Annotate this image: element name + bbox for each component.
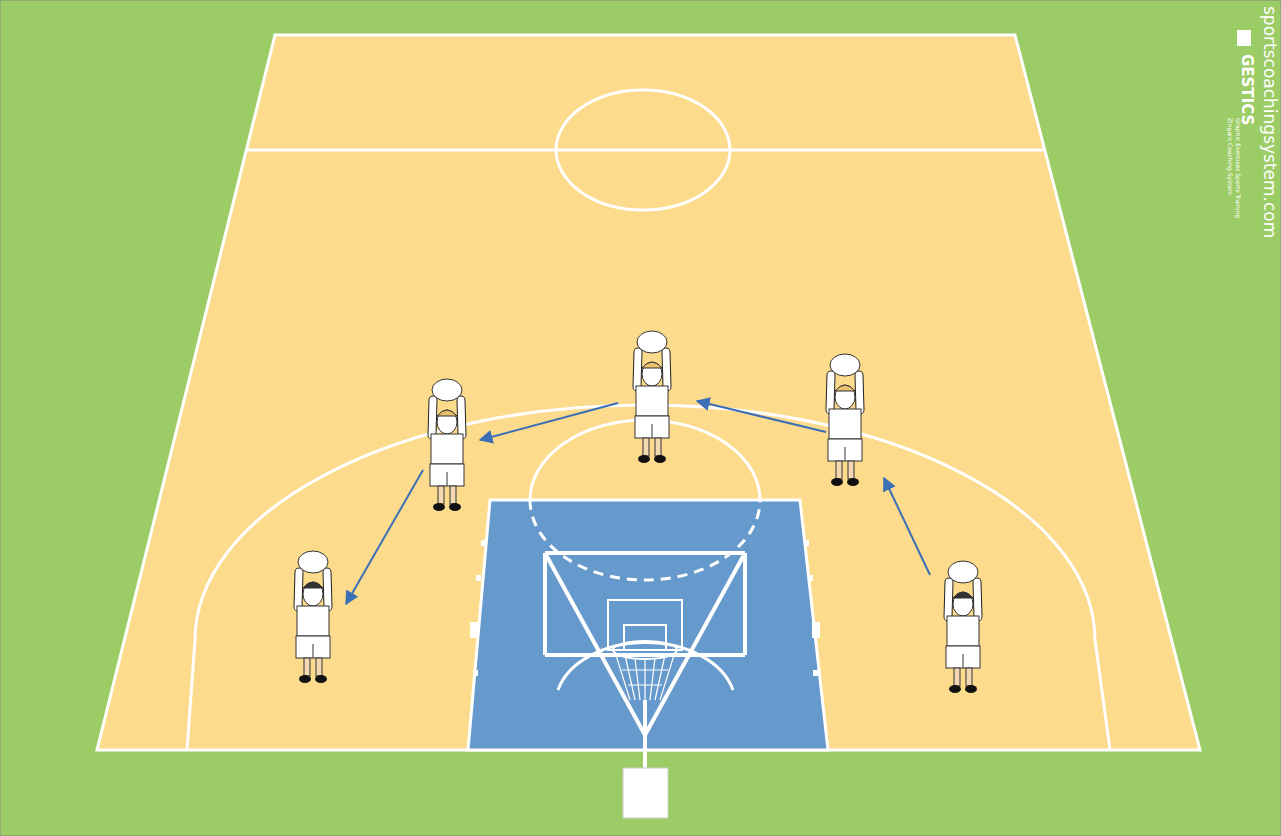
watermark-note: Zingaro Coaching System (1227, 118, 1233, 195)
player-figure (946, 561, 980, 693)
watermark-url: sportscoachingsystem.com (1261, 6, 1278, 238)
player-figure (635, 331, 669, 463)
watermark-brand: GESTICS (1239, 54, 1254, 125)
player-figure (828, 354, 862, 486)
watermark-note: Graphic Exercises Sports Training (1235, 118, 1241, 218)
player-figure (296, 551, 330, 683)
player-figure (430, 379, 464, 511)
